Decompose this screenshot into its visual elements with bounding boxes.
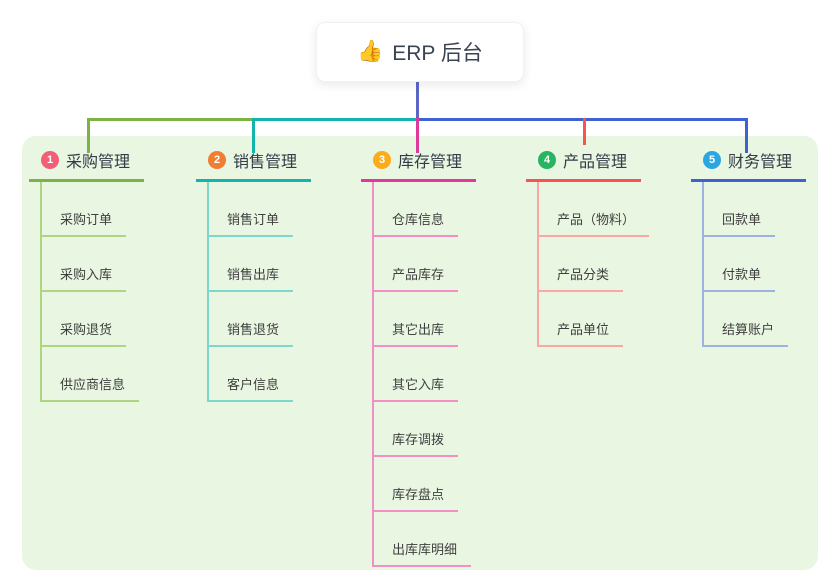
badge-4: 4 (538, 151, 556, 169)
bus-line-purchase (88, 118, 255, 121)
bus-line-sales (255, 118, 418, 121)
child-node[interactable]: 其它入库 (374, 374, 459, 402)
child-node[interactable]: 客户信息 (209, 374, 294, 402)
child-node[interactable]: 其它出库 (374, 319, 459, 347)
drop-line-inventory (416, 118, 419, 153)
child-node[interactable]: 结算账户 (704, 319, 789, 347)
drop-line-product (583, 118, 586, 145)
badge-2: 2 (208, 151, 226, 169)
child-node[interactable]: 供应商信息 (42, 374, 140, 402)
branch-children: 仓库信息 产品库存 其它出库 其它入库 库存调拨 库存盘点 出库库明细 (372, 182, 491, 567)
branch-product: 4 产品管理 产品（物料） 产品分类 产品单位 (526, 148, 656, 347)
branch-header-finance[interactable]: 5 财务管理 (691, 148, 806, 182)
child-node[interactable]: 采购退货 (42, 319, 127, 347)
branch-purchase: 1 采购管理 采购订单 采购入库 采购退货 供应商信息 (29, 148, 159, 402)
child-node[interactable]: 库存调拨 (374, 429, 459, 457)
branch-children: 回款单 付款单 结算账户 (702, 182, 821, 347)
child-node[interactable]: 产品（物料） (539, 209, 650, 237)
branch-finance: 5 财务管理 回款单 付款单 结算账户 (691, 148, 821, 347)
child-node[interactable]: 仓库信息 (374, 209, 459, 237)
branch-sales: 2 销售管理 销售订单 销售出库 销售退货 客户信息 (196, 148, 326, 402)
child-node[interactable]: 采购入库 (42, 264, 127, 292)
drop-line-sales (252, 118, 255, 153)
branch-children: 采购订单 采购入库 采购退货 供应商信息 (40, 182, 159, 402)
child-node[interactable]: 销售订单 (209, 209, 294, 237)
child-node[interactable]: 回款单 (704, 209, 776, 237)
badge-3: 3 (373, 151, 391, 169)
branch-title: 库存管理 (398, 154, 463, 171)
branch-header-inventory[interactable]: 3 库存管理 (361, 148, 476, 182)
thumbs-up-icon: 👍 (357, 40, 384, 63)
branch-title: 产品管理 (563, 154, 628, 171)
branch-children: 产品（物料） 产品分类 产品单位 (537, 182, 656, 347)
drop-line-purchase (87, 118, 90, 153)
branches-panel (22, 136, 818, 570)
branch-title: 销售管理 (233, 154, 298, 171)
badge-5: 5 (703, 151, 721, 169)
branch-children: 销售订单 销售出库 销售退货 客户信息 (207, 182, 326, 402)
child-node[interactable]: 采购订单 (42, 209, 127, 237)
root-node-erp[interactable]: 👍 ERP 后台 (316, 22, 524, 82)
branch-header-sales[interactable]: 2 销售管理 (196, 148, 311, 182)
root-node-title: ERP 后台 (392, 42, 483, 65)
badge-1: 1 (41, 151, 59, 169)
child-node[interactable]: 产品库存 (374, 264, 459, 292)
child-node[interactable]: 库存盘点 (374, 484, 459, 512)
child-node[interactable]: 销售退货 (209, 319, 294, 347)
branch-inventory: 3 库存管理 仓库信息 产品库存 其它出库 其它入库 库存调拨 库存盘点 出库库… (361, 148, 491, 567)
child-node[interactable]: 销售出库 (209, 264, 294, 292)
child-node[interactable]: 产品分类 (539, 264, 624, 292)
child-node[interactable]: 付款单 (704, 264, 776, 292)
branch-header-purchase[interactable]: 1 采购管理 (29, 148, 144, 182)
branch-title: 财务管理 (728, 154, 793, 171)
drop-line-finance (745, 118, 748, 153)
root-stem-line (416, 82, 419, 119)
branch-header-product[interactable]: 4 产品管理 (526, 148, 641, 182)
child-node[interactable]: 出库库明细 (374, 539, 472, 567)
branch-title: 采购管理 (66, 154, 131, 171)
child-node[interactable]: 产品单位 (539, 319, 624, 347)
